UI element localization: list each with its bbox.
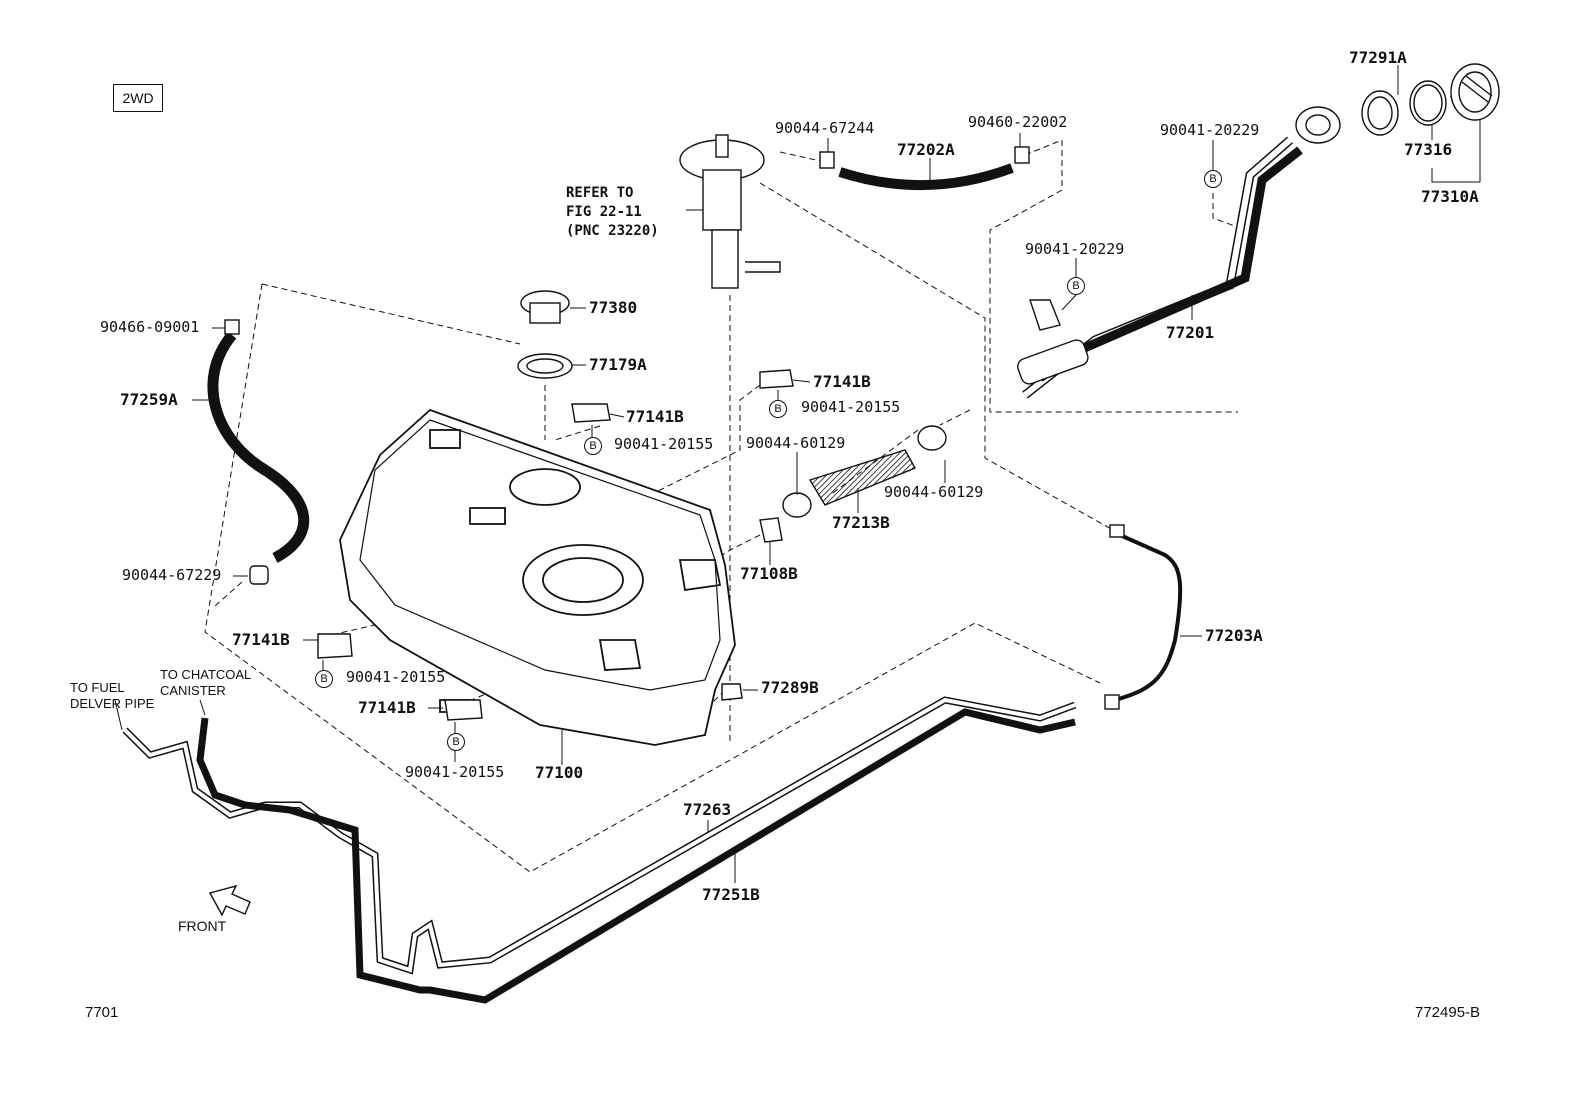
part-label-90044-67244: 90044-67244 [775,119,875,137]
part-label-90044-67229: 90044-67229 [122,566,222,584]
part-label-77141B: 77141B [626,407,684,426]
part-label-77141B: 77141B [813,372,871,391]
part-label-90041-20229: 90041-20229 [1160,121,1260,139]
part-label-90041-20229: 90041-20229 [1025,240,1125,258]
fuel-lines-77263-77251B [122,696,1077,1004]
fuel-tank-77100 [339,408,736,746]
part-label-77380: 77380 [589,298,638,317]
part-label-77202A: 77202A [897,140,955,159]
b-marker: B [447,733,465,751]
part-label-77316: 77316 [1404,140,1453,159]
part-label-77108B: 77108B [740,564,798,583]
part-label-77203A: 77203A [1205,626,1263,645]
part-label-77289B: 77289B [761,678,819,697]
fuel-pump [679,134,781,289]
part-label-77259A: 77259A [120,390,178,409]
part-label-77201: 77201 [1166,323,1215,342]
part-label-77141B: 77141B [358,698,416,717]
cap-gaskets [1361,63,1500,136]
front-label: FRONT [178,918,227,934]
part-label-90044-60129: 90044-60129 [884,483,984,501]
vent-hose-77202A [819,146,1030,191]
part-label-77251B: 77251B [702,885,760,904]
b-marker: B [1067,277,1085,295]
filler-hose-77213B [759,425,947,543]
b-marker: B [1204,170,1222,188]
part-label-77100: 77100 [535,763,584,782]
to-charcoal-note: TO CHATCOAL CANISTER [160,667,252,698]
b-marker: B [769,400,787,418]
part-label-90044-60129: 90044-60129 [746,434,846,452]
part-label-90041-20155: 90041-20155 [405,763,505,781]
part-label-77179A: 77179A [589,355,647,374]
part-label-90466-09001: 90466-09001 [100,318,200,336]
part-label-77213B: 77213B [832,513,890,532]
part-label-77263: 77263 [683,800,732,819]
part-label-90041-20155: 90041-20155 [801,398,901,416]
part-label-77141B: 77141B [232,630,290,649]
footer-right-code: 772495-B [1415,1004,1481,1021]
part-label-90041-20155: 90041-20155 [346,668,446,686]
b-marker: B [315,670,333,688]
gauge-and-gasket [517,290,573,379]
part-label-90460-22002: 90460-22002 [968,113,1068,131]
b-marker: B [584,437,602,455]
leader-lines [114,65,1481,883]
dashed-guide-lines [204,139,1241,873]
refer-to-note: REFER TO FIG 22-11 (PNC 23220) [566,185,659,239]
vapor-tube-77203A [1104,524,1183,710]
hose-77259A [207,319,310,585]
drive-badge: 2WD [113,84,163,112]
part-label-77291A: 77291A [1349,48,1407,67]
part-label-90041-20155: 90041-20155 [614,435,714,453]
pads-77141B [317,369,794,721]
to-fuel-note: TO FUEL DELVER PIPE [70,680,155,711]
part-label-77310A: 77310A [1421,187,1479,206]
footer-left-code: 7701 [85,1004,119,1021]
filler-neck-77201 [1017,106,1341,399]
front-arrow-icon [208,884,251,917]
